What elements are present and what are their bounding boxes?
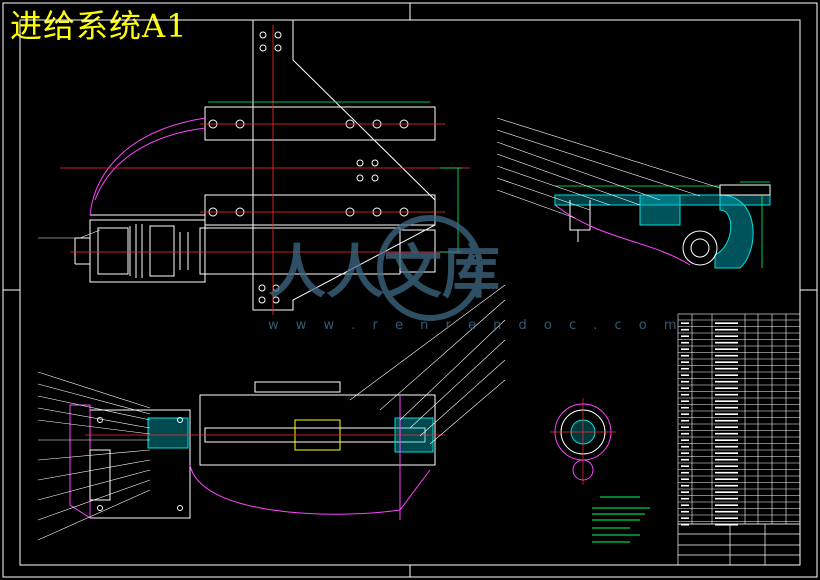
technical-notes [592,496,650,543]
drawing-title: 进给系统A1 [10,7,188,45]
main-view-centerlines [60,25,470,315]
parts-list-cell-marks [681,322,738,526]
watermark-url: w w w . r e n r e n d o c . c o m [268,318,684,333]
title-block [677,523,801,566]
main-view-top [74,19,436,311]
watermark-logo: 人人文库 [268,215,500,321]
main-view-dimensions [208,101,462,253]
bottom-view [69,381,436,520]
round-detail-view [550,398,616,485]
parts-list-table [677,313,801,525]
section-view-dimensions [555,181,770,268]
main-view-leaders [38,229,101,239]
section-view-top-right [554,184,771,269]
watermark-logo-text: 人人文库 [268,238,500,306]
parts-list-rows [678,319,800,522]
bottom-view-leaders [37,284,506,541]
section-view-leaders [496,117,721,219]
